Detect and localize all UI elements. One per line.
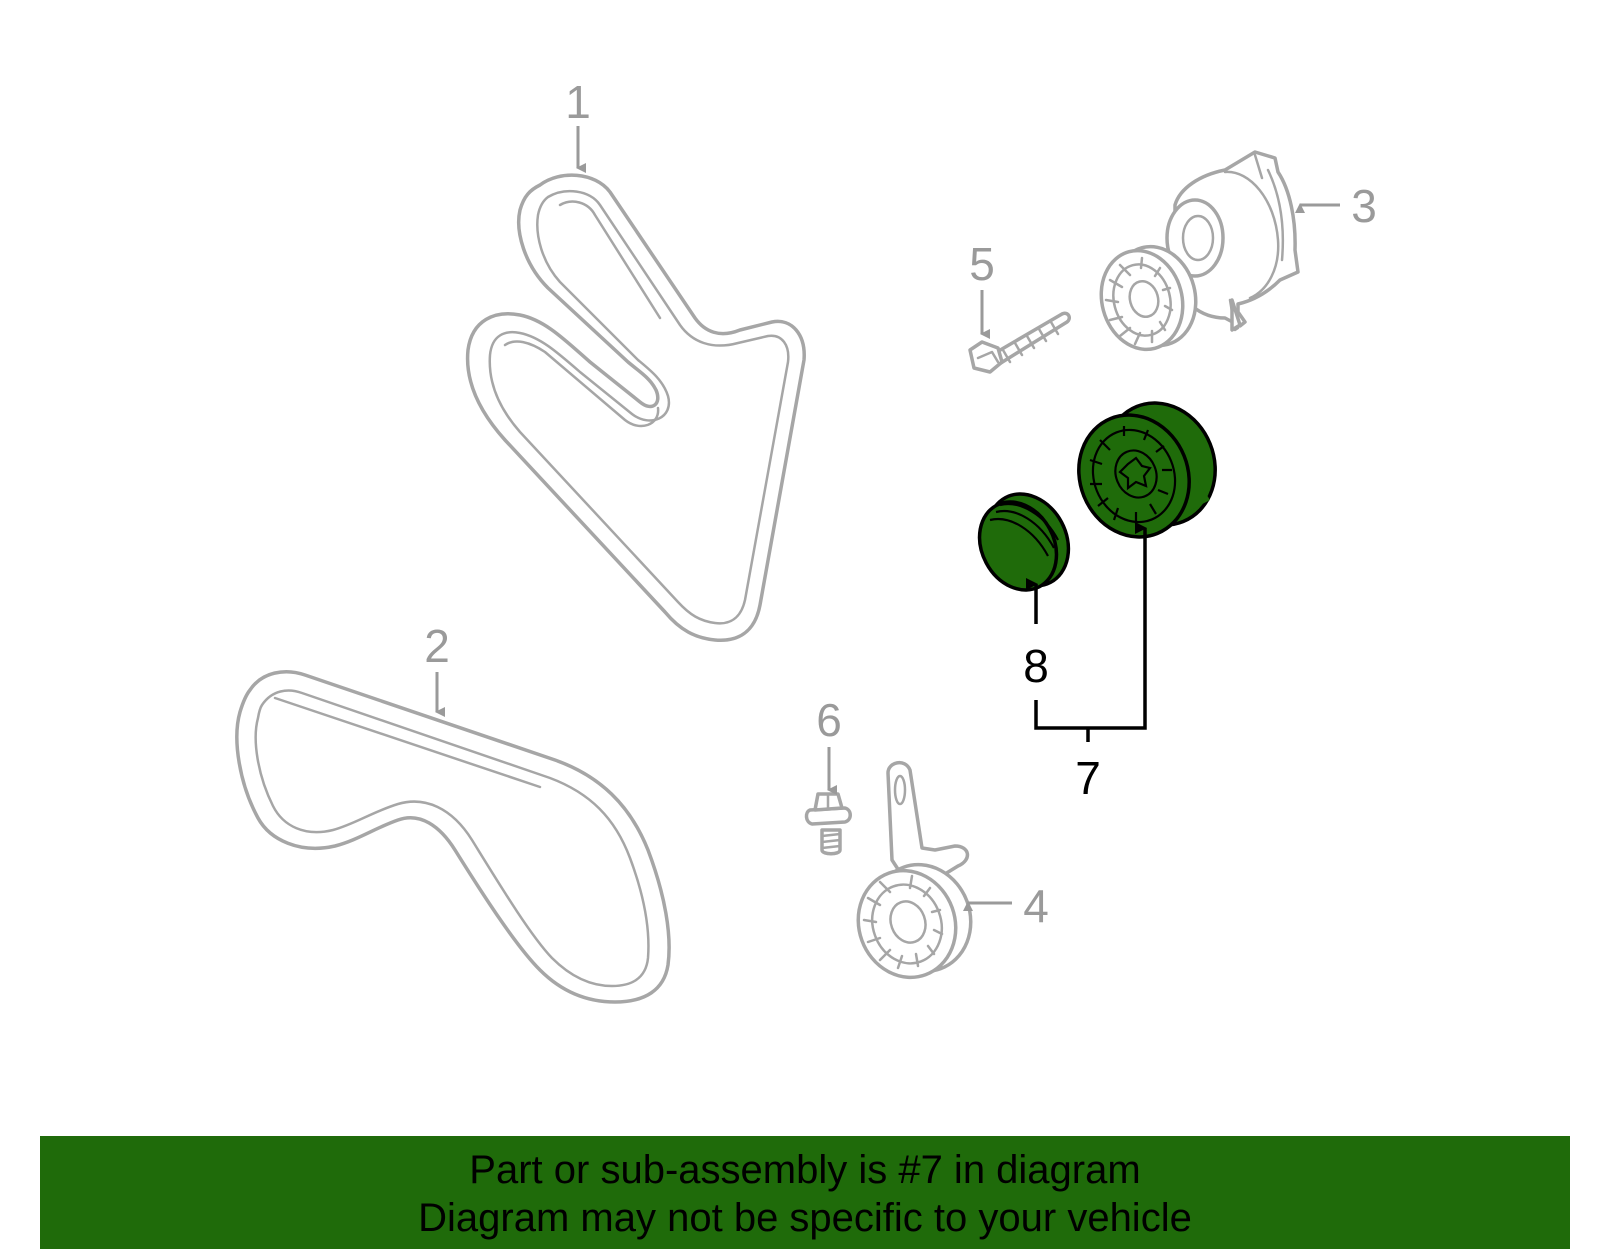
part-5-bolt[interactable]	[968, 311, 1071, 374]
callout-4: 4	[1023, 880, 1049, 932]
callout-7: 7	[1075, 752, 1101, 804]
info-banner: Part or sub-assembly is #7 in diagram Di…	[40, 1136, 1570, 1249]
part-7-pulley[interactable]	[1061, 386, 1234, 553]
part-6-bolt[interactable]	[804, 792, 852, 856]
part-4-idler-pulley[interactable]	[843, 761, 985, 991]
part-3-belt-tensioner[interactable]	[1090, 150, 1300, 359]
banner-line-disclaimer: Diagram may not be specific to your vehi…	[418, 1196, 1192, 1240]
callout-numbers: 1 2 3 4 5 6 7 8	[424, 76, 1377, 932]
part-8-pulley[interactable]	[965, 480, 1084, 604]
callout-3: 3	[1351, 180, 1377, 232]
part-1-drive-belt[interactable]	[465, 173, 806, 642]
callout-6: 6	[816, 694, 842, 746]
leader-lines	[435, 126, 1340, 911]
part-2-drive-belt[interactable]	[235, 670, 671, 1004]
banner-line-part-number: Part or sub-assembly is #7 in diagram	[469, 1148, 1141, 1192]
callout-2: 2	[424, 620, 450, 672]
callout-1: 1	[565, 76, 591, 128]
callout-5: 5	[969, 238, 995, 290]
callout-8: 8	[1023, 640, 1049, 692]
